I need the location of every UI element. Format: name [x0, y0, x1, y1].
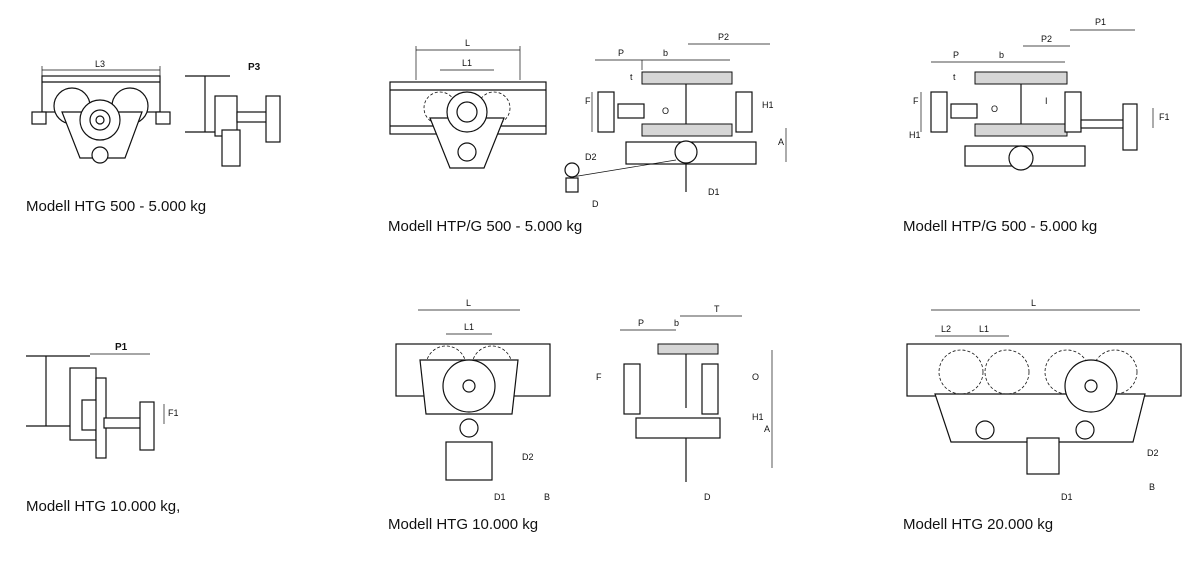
dim-label-p1: P1: [115, 342, 128, 353]
dim-label-p2-b: P2: [1041, 34, 1052, 44]
dim-label-h1-c: H1: [752, 412, 764, 422]
dim-label-l3: L3: [95, 59, 105, 69]
dim-label-t-c: T: [714, 304, 720, 314]
drawing-htg-500: L3 P3: [31, 59, 281, 167]
dim-label-t-b: t: [953, 72, 956, 82]
dim-label-l1: L1: [462, 58, 472, 68]
dim-label-l1-c: L1: [464, 322, 474, 332]
caption-htg-10000-side: Modell HTG 10.000 kg,: [26, 498, 181, 515]
dim-label-a: A: [778, 137, 784, 147]
dim-label-b-c: B: [544, 492, 550, 502]
caption-htpg-500-b: Modell HTP/G 500 - 5.000 kg: [903, 218, 1098, 235]
caption-htpg-500-a: Modell HTP/G 500 - 5.000 kg: [388, 218, 583, 235]
dim-label-h1-b: H1: [909, 130, 921, 140]
dim-label-f1-b: F1: [1159, 112, 1170, 122]
dim-label-o-c: O: [752, 372, 759, 382]
dim-label-b-b: b: [999, 50, 1004, 60]
dim-label-f-b: F: [913, 96, 919, 106]
drawing-htpg-500-b: P1 P2 P b t F H1 O I F1: [909, 17, 1170, 171]
dim-label-l1-d: L1: [979, 324, 989, 334]
dim-label-h1: H1: [762, 100, 774, 110]
dim-label-b: b: [663, 48, 668, 58]
panel-htpg-500-b: P1 P2 P b t F H1 O I F1 Modell HTP/G 500…: [895, 0, 1187, 250]
panel-htpg-500-a: L L1 P b P2 t D2 D D1 F O: [380, 0, 800, 250]
drawing-htg-10000-side: P1 F1: [26, 342, 179, 459]
dim-label-d2-c: D2: [522, 452, 534, 462]
dim-label-d-c: D: [704, 492, 711, 502]
dim-label-d2: D2: [585, 152, 597, 162]
dim-label-l-d: L: [1031, 298, 1036, 308]
drawing-htg-20000: L L2 L1 D2 D1 B: [906, 298, 1182, 502]
panel-htg-10000-side: P1 F1 Modell HTG 10.000 kg,: [0, 320, 300, 530]
panel-htg-20000: L L2 L1 D2 D1 B Modell HTG 20.000 kg: [895, 290, 1187, 550]
dim-label-p3: P3: [248, 62, 261, 73]
dim-label-o-b: O: [991, 104, 998, 114]
dim-label-b-d: B: [1149, 482, 1155, 492]
dim-label-p-b: P: [953, 50, 959, 60]
dim-label-i-b: I: [1045, 96, 1048, 106]
dim-label-f-c: F: [596, 372, 602, 382]
dim-label-b2-c: b: [674, 318, 679, 328]
dim-label-d: D: [592, 199, 599, 209]
dim-label-f: F: [585, 96, 591, 106]
caption-htg-10000: Modell HTG 10.000 kg: [388, 516, 539, 533]
dim-label-l2-d: L2: [941, 324, 951, 334]
dim-label-d1: D1: [708, 187, 720, 197]
dim-label-o: O: [662, 106, 669, 116]
dim-label-t: t: [630, 72, 633, 82]
dim-label-p: P: [618, 48, 624, 58]
dim-label-a-c: A: [764, 424, 770, 434]
dim-label-d1-c: D1: [494, 492, 506, 502]
panel-htg-10000: L L1 D2 D1 B P b T F O H1 A D Modell HTG…: [380, 290, 800, 550]
dim-label-f1: F1: [168, 408, 179, 418]
dim-label-l-c: L: [466, 298, 471, 308]
drawing-htpg-500-a: L L1 P b P2 t D2 D D1 F O: [389, 32, 787, 209]
dim-label-d1-d: D1: [1061, 492, 1073, 502]
dim-label-d2-d: D2: [1147, 448, 1159, 458]
dim-label-p2: P2: [718, 32, 729, 42]
drawing-htg-10000: L L1 D2 D1 B P b T F O H1 A D: [395, 298, 773, 502]
dim-label-p1-b: P1: [1095, 17, 1106, 27]
caption-htg-20000: Modell HTG 20.000 kg: [903, 516, 1054, 533]
caption-htg-500: Modell HTG 500 - 5.000 kg: [26, 198, 207, 215]
dim-label-l: L: [465, 38, 470, 48]
dim-label-p-c: P: [638, 318, 644, 328]
panel-htg-500: L3 P3 Modell HTG 500 - 5.000 kg: [0, 0, 300, 230]
